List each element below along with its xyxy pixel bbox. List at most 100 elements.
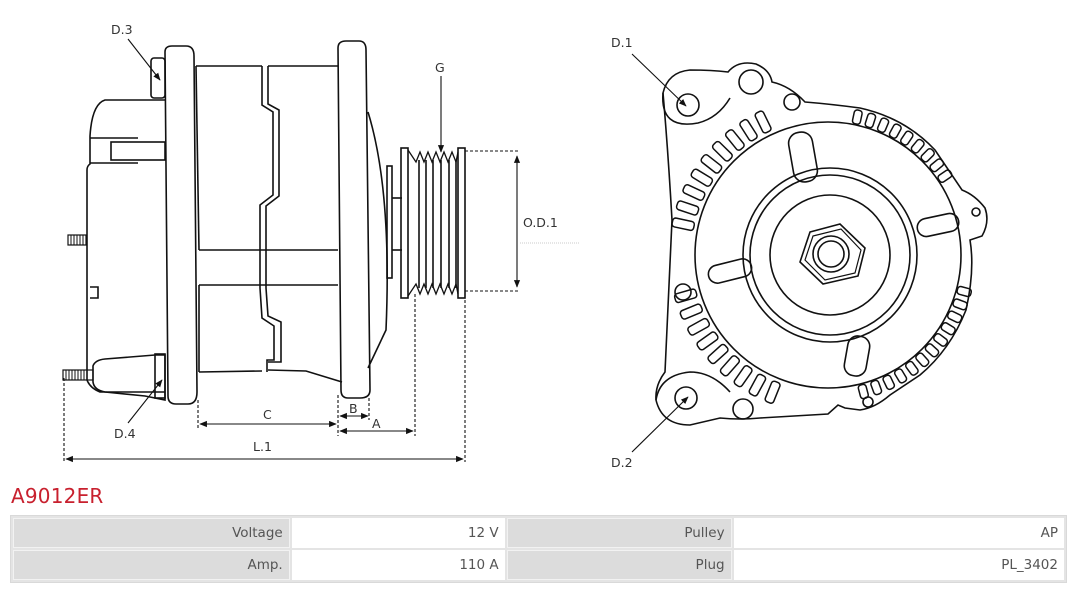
- label-g: G: [435, 60, 445, 75]
- cooling-slot: [851, 109, 863, 125]
- cooling-slot: [899, 130, 914, 146]
- front-view-leaders: [631, 53, 689, 453]
- cooling-slot: [673, 288, 698, 304]
- cooling-slot: [675, 200, 700, 216]
- shaft-nut: [799, 223, 866, 285]
- spec-value: 110 A: [291, 550, 505, 580]
- cooling-slot: [700, 154, 723, 174]
- cooling-slot: [679, 303, 704, 320]
- cooling-slot: [910, 138, 925, 154]
- cooling-slots: [671, 109, 973, 404]
- cooling-slot: [929, 158, 945, 173]
- label-d1: D.1: [611, 35, 633, 50]
- spacer: [386, 165, 393, 279]
- mount-hole-d2: [674, 386, 698, 410]
- cooling-slot: [952, 298, 968, 311]
- d2-leader: [631, 396, 689, 453]
- label-od1: O.D.1: [523, 215, 558, 230]
- side-view-dimensions: [63, 38, 580, 463]
- hub-inner-ring: [769, 194, 891, 316]
- shaft-collar: [812, 235, 850, 273]
- cooling-slot: [940, 322, 956, 336]
- lower-stud: [62, 353, 166, 401]
- d3-leader: [127, 38, 161, 81]
- pulley: [400, 147, 466, 299]
- tab-hole-right: [971, 207, 981, 217]
- spoke-top: [787, 131, 819, 183]
- front-view: [655, 62, 988, 426]
- spoke-bottom: [843, 335, 871, 377]
- label-b: B: [349, 401, 358, 416]
- label-c: C: [263, 407, 272, 422]
- rear-cover: [86, 99, 166, 393]
- lower-hole: [732, 398, 754, 420]
- spoke-left: [707, 258, 753, 284]
- spec-key: Voltage: [13, 518, 290, 548]
- cooling-slot: [690, 168, 714, 187]
- front-flange: [337, 40, 371, 399]
- cooling-slot: [719, 355, 741, 377]
- label-d2: D.2: [611, 455, 633, 470]
- cooling-slot: [933, 332, 949, 347]
- main-ring: [694, 121, 962, 389]
- small-hole-top: [783, 93, 801, 111]
- part-number-title: A9012ER: [11, 484, 104, 508]
- hub-outer-ring: [742, 167, 918, 343]
- technical-drawing: D.3 D.4 G O.D.1 C B A L.1: [62, 22, 988, 470]
- cooling-slot: [956, 285, 973, 298]
- cooling-slot: [682, 184, 706, 201]
- cooling-slot: [946, 310, 963, 324]
- cooling-slot: [937, 169, 953, 184]
- side-view: [62, 40, 466, 405]
- spec-key: Pulley: [506, 518, 732, 548]
- d1-leader: [631, 53, 687, 107]
- cooling-slot: [696, 331, 719, 351]
- spec-value: PL_3402: [733, 550, 1064, 580]
- cooling-slot: [733, 365, 753, 388]
- cooling-slot: [882, 374, 896, 391]
- cooling-slot: [924, 343, 940, 358]
- cooling-slot: [857, 383, 870, 400]
- cooling-slot: [671, 217, 696, 232]
- cooling-slot: [739, 118, 758, 142]
- cooling-slot: [707, 343, 729, 365]
- alternator-drawing-svg: D.3 D.4 G O.D.1 C B A L.1: [62, 22, 988, 470]
- cooling-slot: [754, 110, 772, 134]
- cooling-slot: [915, 352, 930, 368]
- cooling-slot: [888, 123, 902, 139]
- spec-value: AP: [733, 518, 1064, 548]
- front-bearing-cover: [367, 111, 388, 369]
- mount-hole-d1: [676, 93, 700, 117]
- spec-value: 12 V: [291, 518, 505, 548]
- cooling-slot: [870, 379, 883, 396]
- specs-table: Voltage 12 V Pulley AP Amp. 110 A Plug P…: [10, 515, 1067, 583]
- rear-flange: [164, 45, 198, 405]
- label-d3: D.3: [111, 22, 133, 37]
- shaft-bore: [817, 240, 845, 268]
- label-d4: D.4: [114, 426, 136, 441]
- cooling-slot: [687, 317, 711, 336]
- table-row: Voltage 12 V Pulley AP: [13, 518, 1064, 548]
- d4-leader: [127, 379, 163, 424]
- table-row: Amp. 110 A Plug PL_3402: [13, 550, 1064, 580]
- cooling-slot: [893, 368, 908, 384]
- cooling-slot: [711, 140, 733, 162]
- small-hole-left: [674, 283, 692, 301]
- spec-key: Amp.: [13, 550, 290, 580]
- hub-mid-ring: [749, 174, 911, 336]
- front-housing-outline: [655, 62, 988, 426]
- cooling-slot: [764, 380, 781, 404]
- cooling-slot: [748, 373, 767, 397]
- cooling-slot: [904, 360, 919, 376]
- spoke-right: [916, 212, 960, 238]
- cooling-slot: [876, 117, 890, 134]
- label-a: A: [372, 416, 381, 431]
- terminal-stud: [67, 234, 87, 246]
- cooling-slot: [724, 129, 745, 151]
- cooling-slot: [864, 112, 877, 129]
- stator: [195, 65, 343, 383]
- cooling-slot: [920, 148, 935, 163]
- upper-hole: [738, 69, 764, 95]
- spec-key: Plug: [506, 550, 732, 580]
- label-l1: L.1: [253, 439, 272, 454]
